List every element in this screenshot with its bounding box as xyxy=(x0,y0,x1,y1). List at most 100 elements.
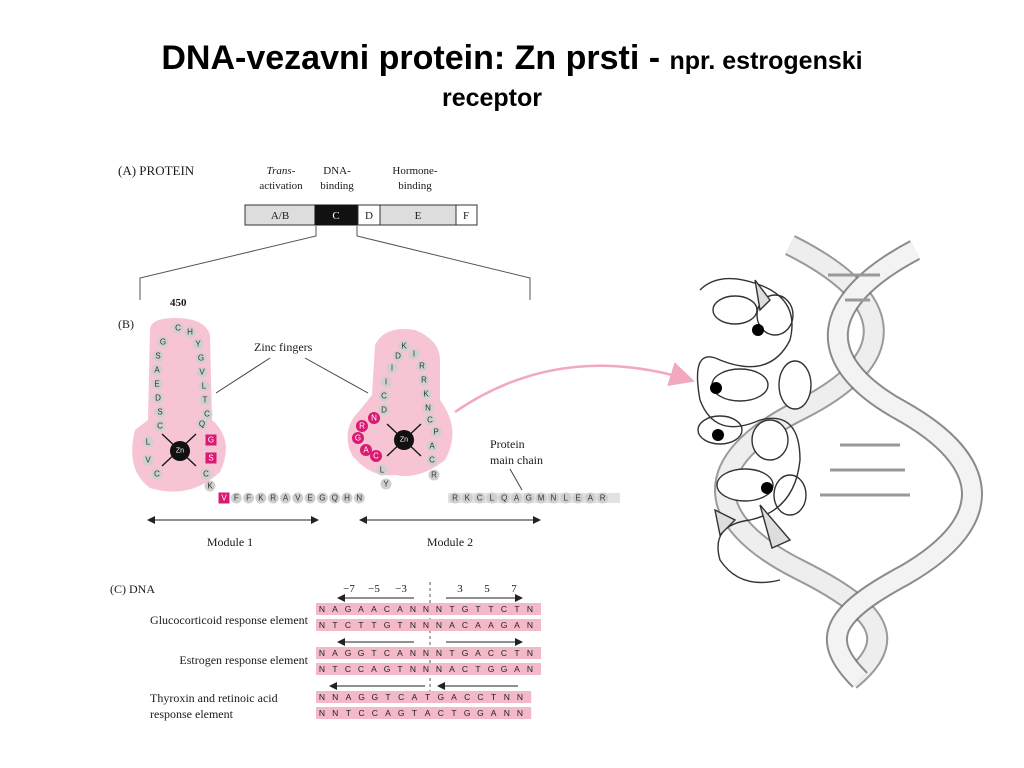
svg-text:R: R xyxy=(419,362,425,371)
nucleotide-1-top-8: N xyxy=(423,648,429,658)
svg-text:R: R xyxy=(600,494,606,503)
svg-text:Y: Y xyxy=(195,340,201,349)
nucleotide-0-top-13: T xyxy=(488,604,493,614)
svg-text:L: L xyxy=(490,494,495,503)
zn-center-2: Zn xyxy=(386,423,422,457)
residue-linker2-8: N xyxy=(547,492,559,504)
residue-f1-13: C xyxy=(151,468,163,480)
residue-linker2-6: G xyxy=(523,492,535,504)
residue-f2-18: D xyxy=(378,404,390,416)
svg-text:C: C xyxy=(427,416,433,425)
zn-center-1: Zn xyxy=(161,433,197,467)
nucleotide-2-bottom-6: G xyxy=(398,708,405,718)
pos-7: 7 xyxy=(511,583,517,595)
svg-text:N: N xyxy=(356,494,362,503)
svg-text:E: E xyxy=(307,494,312,503)
residue-f2-8: A xyxy=(426,440,438,452)
svg-text:D: D xyxy=(395,352,401,361)
svg-text:R: R xyxy=(359,422,365,431)
nucleotide-1-top-0: N xyxy=(319,648,325,658)
nucleotide-2-bottom-3: C xyxy=(359,708,365,718)
dna-double-helix-illustration xyxy=(714,235,983,689)
residue-f2-6: C xyxy=(424,414,436,426)
nucleotide-1-bottom-9: N xyxy=(436,664,442,674)
nucleotide-1-top-14: C xyxy=(501,648,507,658)
nucleotide-0-bottom-13: A xyxy=(488,620,494,630)
nucleotide-2-top-1: N xyxy=(332,692,338,702)
residue-linker1-11: N xyxy=(353,492,365,504)
residue-linker1-0: V xyxy=(218,492,230,504)
nucleotide-2-top-5: T xyxy=(385,692,390,702)
nucleotide-1-bottom-13: G xyxy=(488,664,495,674)
dna-strand-bg-1-top xyxy=(316,647,541,659)
nucleotide-0-top-15: T xyxy=(514,604,519,614)
residue-f2-14: A xyxy=(360,444,372,456)
svg-text:R: R xyxy=(431,471,437,480)
svg-text:E: E xyxy=(575,494,580,503)
protein-chain-pointer xyxy=(509,468,523,491)
svg-text:R: R xyxy=(421,376,427,385)
nucleotide-2-bottom-9: C xyxy=(438,708,444,718)
nucleotide-1-bottom-7: N xyxy=(410,664,416,674)
zoom-lines xyxy=(139,226,531,300)
dna-strand-bg-0-top xyxy=(316,603,541,615)
residue-f1-11: K xyxy=(204,480,216,492)
residue-f1-9: S xyxy=(205,452,217,464)
nucleotide-0-bottom-0: N xyxy=(319,620,325,630)
domain-f xyxy=(455,204,478,226)
nucleotide-0-top-4: A xyxy=(371,604,377,614)
svg-text:L: L xyxy=(380,466,385,475)
nucleotide-0-bottom-7: N xyxy=(410,620,416,630)
nucleotide-2-top-9: G xyxy=(437,692,444,702)
svg-text:Q: Q xyxy=(199,420,205,429)
residue-f2-7: P xyxy=(430,426,442,438)
nucleotide-1-top-15: T xyxy=(514,648,519,658)
residue-linker2-2: C xyxy=(474,492,486,504)
nucleotide-0-bottom-14: G xyxy=(501,620,508,630)
residue-f2-4: K xyxy=(420,388,432,400)
nucleotide-1-bottom-12: T xyxy=(475,664,480,674)
svg-text:A: A xyxy=(154,366,160,375)
nucleotide-2-top-8: T xyxy=(425,692,430,702)
svg-text:Q: Q xyxy=(332,494,338,503)
residue-linker2-7: M xyxy=(535,492,547,504)
dna-strand-bg-2-top xyxy=(316,691,532,703)
nucleotide-1-top-11: G xyxy=(462,648,469,658)
svg-text:A: A xyxy=(363,446,369,455)
dna-strand-bg-1-bottom xyxy=(316,663,541,675)
nucleotide-2-bottom-12: G xyxy=(477,708,484,718)
nucleotide-0-bottom-16: N xyxy=(527,620,533,630)
nucleotide-1-bottom-11: C xyxy=(462,664,468,674)
nucleotide-1-top-2: G xyxy=(345,648,352,658)
nucleotide-2-bottom-5: A xyxy=(385,708,391,718)
svg-text:L: L xyxy=(146,438,151,447)
nucleotide-2-bottom-10: T xyxy=(451,708,456,718)
svg-text:I: I xyxy=(413,350,415,359)
svg-text:V: V xyxy=(199,368,205,377)
residue-f2-11: Y xyxy=(380,478,392,490)
title-main: DNA-vezavni protein: Zn prsti - xyxy=(161,39,670,77)
svg-text:A: A xyxy=(429,442,435,451)
residue-f1-0: C xyxy=(172,322,184,334)
residue-linker2-5: A xyxy=(511,492,522,504)
pos-minus7: −7 xyxy=(343,583,355,595)
residue-f1-16: C xyxy=(154,420,166,432)
nucleotide-0-bottom-5: G xyxy=(384,620,391,630)
nucleotide-1-top-5: C xyxy=(384,648,390,658)
nucleotide-1-top-16: N xyxy=(527,648,533,658)
module2-label: Module 2 xyxy=(427,535,473,549)
domain-f-label: F xyxy=(463,210,469,222)
nucleotide-0-bottom-9: N xyxy=(436,620,442,630)
nucleotide-0-bottom-1: T xyxy=(332,620,337,630)
svg-text:C: C xyxy=(157,422,163,431)
svg-text:T: T xyxy=(203,396,208,405)
nucleotide-2-bottom-7: T xyxy=(412,708,417,718)
svg-text:K: K xyxy=(465,494,471,503)
nucleotide-0-top-0: N xyxy=(319,604,325,614)
nucleotide-2-bottom-14: N xyxy=(504,708,510,718)
zinc-fingers-pointer-2 xyxy=(304,357,369,394)
svg-text:C: C xyxy=(429,456,435,465)
nucleotide-2-bottom-0: N xyxy=(319,708,325,718)
nucleotide-0-bottom-8: N xyxy=(423,620,429,630)
